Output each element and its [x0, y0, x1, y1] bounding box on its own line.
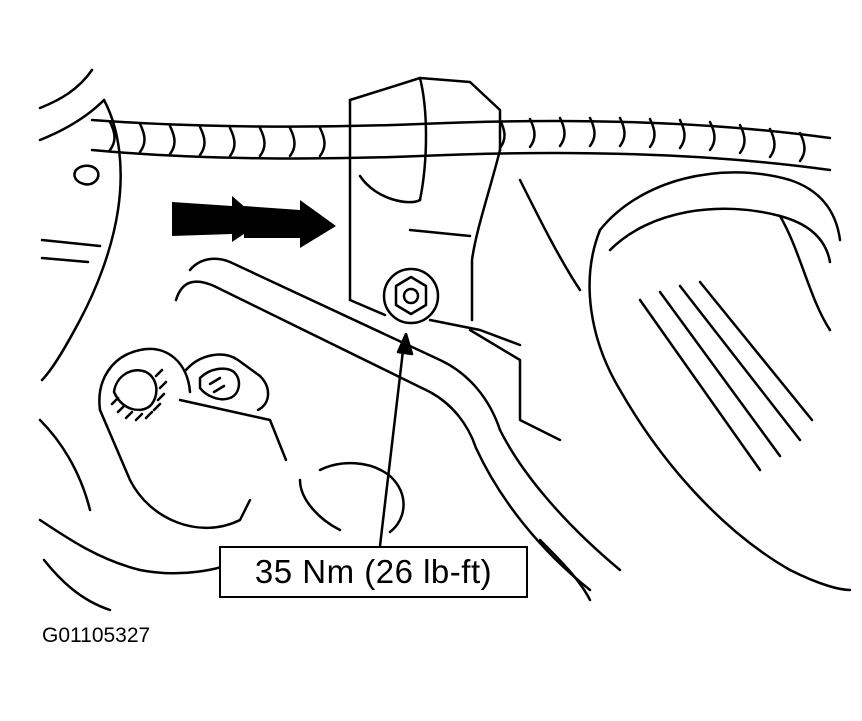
figure-id: G01105327	[42, 624, 151, 647]
bolt-icon	[382, 267, 440, 325]
mounting-bracket	[348, 76, 522, 347]
torque-callout-box: 35 Nm (26 lb-ft)	[219, 546, 528, 598]
air-intake-duct	[468, 171, 852, 592]
sensor-housing	[98, 347, 288, 530]
braided-hose	[90, 116, 832, 172]
callout-leader-line	[378, 332, 414, 548]
torque-spec-label: 35 Nm (26 lb-ft)	[254, 553, 493, 590]
coolant-tube	[174, 257, 622, 592]
double-arrow-pointer-icon	[172, 196, 336, 248]
left-fender-lines	[38, 68, 122, 382]
